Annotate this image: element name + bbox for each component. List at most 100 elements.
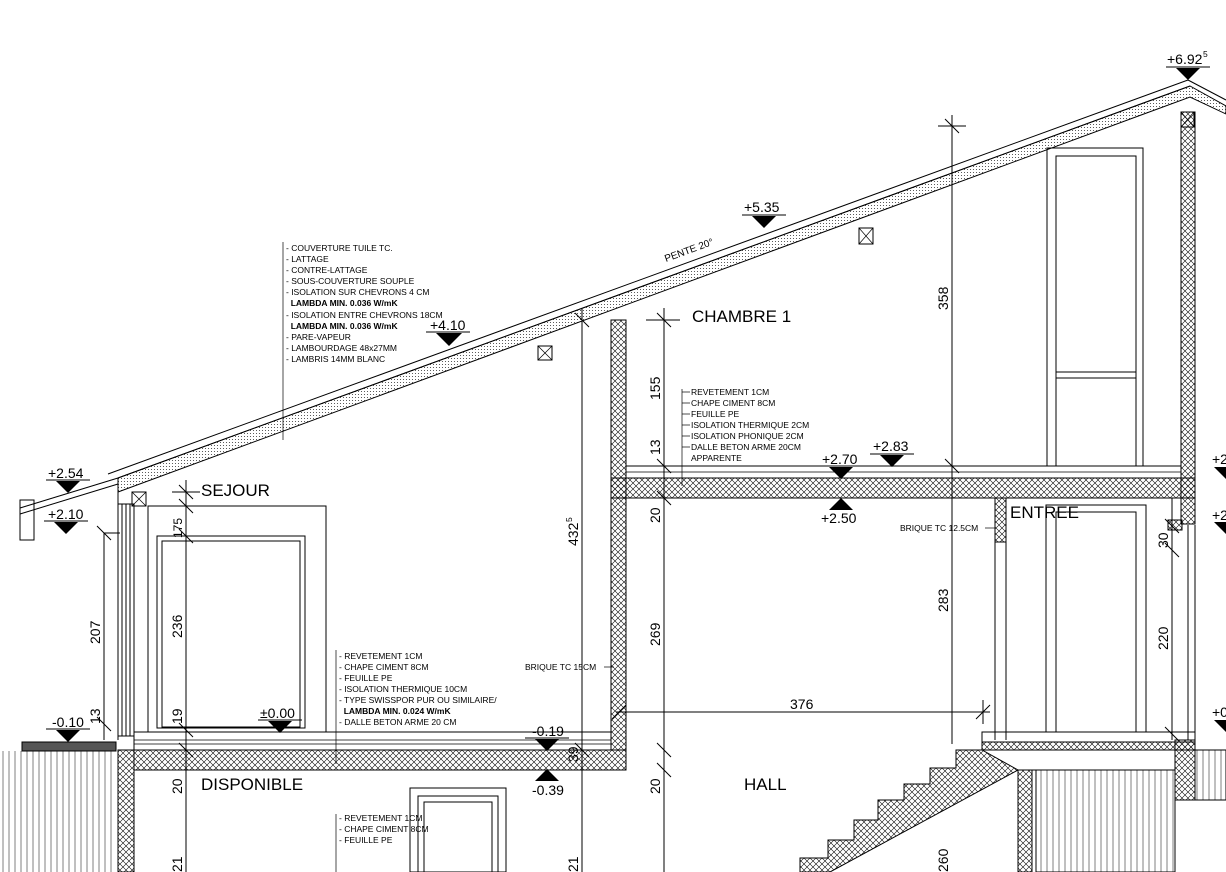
ground-floor-layer: - ISOLATION THERMIQUE 10CM (339, 684, 467, 694)
dim-13b: 13 (87, 708, 103, 724)
upper-floor-layer: ISOLATION PHONIQUE 2CM (691, 431, 804, 441)
roof-layer: LAMBDA MIN. 0.036 W/mK (286, 321, 398, 331)
level-marker (535, 769, 559, 781)
door-basement-inner2 (423, 801, 493, 872)
level-markers: +6.92 5 +5.35 +4.10 +2.54 +2.10 +2.70 +2… (44, 49, 1226, 798)
window-chambre-inner (1055, 155, 1137, 467)
wall-notes: BRIQUE TC 15CM BRIQUE TC 12.5CM (525, 523, 996, 672)
wall-entree-left (994, 497, 1007, 543)
walls (117, 111, 1196, 872)
dim-220: 220 (1155, 626, 1171, 650)
dim-20c: 20 (169, 778, 185, 794)
dim-21b: 21 (565, 856, 581, 872)
slabs (21, 465, 1196, 771)
level-marker (829, 498, 853, 510)
wall-left-basement (117, 749, 135, 872)
wall-brique-15: BRIQUE TC 15CM (525, 662, 596, 672)
level-marker (54, 522, 78, 534)
door-entree-inner (1055, 511, 1137, 733)
dim-376: 376 (790, 696, 814, 712)
terrace (21, 741, 117, 752)
level-marker (56, 481, 80, 493)
level-692: +6.92 (1167, 51, 1203, 67)
dim-21a: 21 (169, 856, 185, 872)
level-right-c: +0 (1212, 704, 1226, 720)
dimension-lines: 358 155 13 20 269 20 260 432 5 175 236 1… (87, 115, 1180, 872)
basement-floor-layer: - REVETEMENT 1CM (339, 813, 422, 823)
slab-entree (981, 731, 1196, 743)
upper-floor-layer: DALLE BETON ARME 20CM (691, 442, 801, 452)
roof-layer: LAMBDA MIN. 0.036 W/mK (286, 298, 398, 308)
room-chambre: CHAMBRE 1 (692, 307, 791, 326)
level-270: +2.70 (822, 451, 858, 467)
gutter (19, 499, 35, 541)
level-marker (752, 216, 776, 228)
room-entree: ENTREE (1010, 503, 1079, 522)
purlin (131, 491, 147, 507)
level-marker (1214, 720, 1226, 732)
dim-13a: 13 (647, 439, 663, 455)
dim-155: 155 (647, 376, 663, 400)
ground-floor-layer: - REVETEMENT 1CM (339, 651, 422, 661)
room-labels: CHAMBRE 1 SEJOUR ENTREE DISPONIBLE HALL (201, 307, 1079, 794)
dim-4325: 432 (565, 522, 581, 546)
window-chambre (1046, 147, 1144, 467)
upper-floor-layer: APPARENTE (691, 453, 742, 463)
room-hall: HALL (744, 775, 787, 794)
upper-floor-layer: CHAPE CIMENT 8CM (691, 398, 775, 408)
roof-layer: - CONTRE-LATTAGE (286, 265, 368, 275)
roof-layer: - SOUS-COUVERTURE SOUPLE (286, 276, 415, 286)
level-m019: -0.19 (532, 723, 564, 739)
ground-floor-layer: - FEUILLE PE (339, 673, 393, 683)
roof-layer: - COUVERTURE TUILE TC. (286, 243, 393, 253)
roof-layer: - LATTAGE (286, 254, 329, 264)
wall-right-upper (1180, 111, 1196, 525)
upper-floor-layer: ISOLATION THERMIQUE 2CM (691, 420, 809, 430)
level-283: +2.83 (873, 438, 909, 454)
door-entree (1045, 504, 1147, 733)
level-535: +5.35 (744, 199, 780, 215)
dim-30: 30 (1155, 532, 1171, 548)
dim-39: 39 (565, 746, 581, 762)
door-basement-inner (417, 795, 499, 872)
basement-floor-layers-note: - REVETEMENT 1CM - CHAPE CIMENT 8CM - FE… (335, 813, 429, 872)
slab-entree-lower (981, 741, 1196, 751)
level-210: +2.10 (48, 506, 84, 522)
level-000: ±0.00 (260, 705, 295, 721)
ground-floor-layer: - TYPE SWISSPOR PUR OU SIMILAIRE/ (339, 695, 497, 705)
upper-floor-layer: REVETEMENT 1CM (691, 387, 769, 397)
door-basement (409, 787, 507, 872)
level-marker (829, 467, 853, 479)
slab-ground (133, 749, 627, 771)
openings (0, 147, 1226, 872)
purlin (858, 227, 874, 245)
wall-brique-125: BRIQUE TC 12.5CM (900, 523, 978, 533)
window-sejour (147, 505, 327, 733)
purlin (537, 345, 553, 361)
dim-4325-sup: 5 (564, 517, 574, 522)
basement-floor-layer: - CHAPE CIMENT 8CM (339, 824, 429, 834)
level-marker (1214, 467, 1226, 479)
level-410: +4.10 (430, 317, 466, 333)
ground-floor-layers-note: - REVETEMENT 1CM - CHAPE CIMENT 8CM - FE… (335, 650, 497, 764)
dim-207: 207 (87, 620, 103, 644)
facade-right-lower (1194, 749, 1226, 801)
window-sejour-inner (156, 535, 306, 729)
wall-chambre-left (610, 319, 627, 751)
level-254: +2.54 (48, 465, 84, 481)
roof-layer: - PARE-VAPEUR (286, 332, 351, 342)
stair-landing-wall (1017, 769, 1033, 872)
roof-slope-label: PENTE 20° (663, 237, 715, 265)
ground-floor-layer: LAMBDA MIN. 0.024 W/mK (339, 706, 451, 716)
wall-entree-right (1167, 519, 1183, 531)
level-marker (1214, 522, 1226, 534)
roof-layers-note: - COUVERTURE TUILE TC. - LATTAGE - CONTR… (282, 242, 443, 440)
roof-layer: - LAMBRIS 14MM BLANC (286, 354, 385, 364)
upper-floor-layer: FEUILLE PE (691, 409, 740, 419)
level-marker (535, 739, 559, 751)
level-marker (268, 721, 292, 733)
roof-layer: - ISOLATION SUR CHEVRONS 4 CM (286, 287, 429, 297)
slab-upper (610, 477, 1196, 499)
dim-269: 269 (647, 622, 663, 646)
